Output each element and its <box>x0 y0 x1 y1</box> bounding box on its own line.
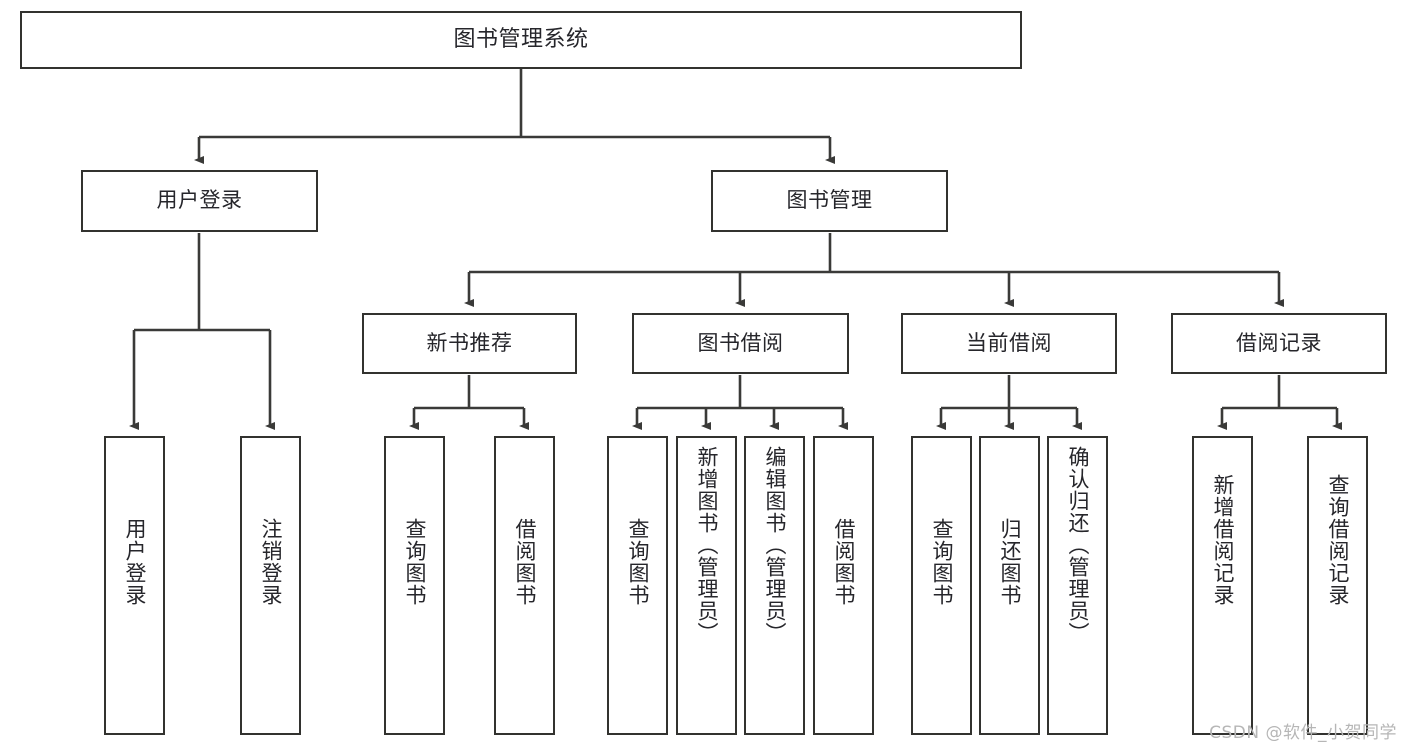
leaf-borrow-book-recommend[interactable]: 借阅图书 <box>494 436 555 735</box>
leaf-label: 确认归还（管理员） <box>1065 446 1090 644</box>
leaf-confirm-return-admin[interactable]: 确认归还（管理员） <box>1047 436 1108 735</box>
leaf-borrow-book[interactable]: 借阅图书 <box>813 436 874 735</box>
leaf-label: 新增图书（管理员） <box>694 446 719 644</box>
leaf-edit-book-admin[interactable]: 编辑图书（管理员） <box>744 436 805 735</box>
leaf-label: 注销登录 <box>258 518 283 606</box>
leaf-query-book-current[interactable]: 查询图书 <box>911 436 972 735</box>
node-label: 新书推荐 <box>426 330 513 355</box>
leaf-add-borrow-record[interactable]: 新增借阅记录 <box>1192 436 1253 735</box>
leaf-label: 归还图书 <box>997 518 1022 606</box>
leaf-label: 查询图书 <box>402 518 427 606</box>
node-current-borrow[interactable]: 当前借阅 <box>901 313 1117 374</box>
leaf-label: 借阅图书 <box>512 518 537 606</box>
leaf-user-login[interactable]: 用户登录 <box>104 436 165 735</box>
node-book-management[interactable]: 图书管理 <box>711 170 948 232</box>
leaf-label: 查询图书 <box>929 518 954 606</box>
leaf-logout[interactable]: 注销登录 <box>240 436 301 735</box>
leaf-query-book-recommend[interactable]: 查询图书 <box>384 436 445 735</box>
node-label: 图书管理系统 <box>453 26 589 52</box>
leaf-label: 查询借阅记录 <box>1325 474 1350 606</box>
leaf-query-book-borrow[interactable]: 查询图书 <box>607 436 668 735</box>
leaf-return-book[interactable]: 归还图书 <box>979 436 1040 735</box>
leaf-add-book-admin[interactable]: 新增图书（管理员） <box>676 436 737 735</box>
node-user-login[interactable]: 用户登录 <box>81 170 318 232</box>
node-new-book-recommend[interactable]: 新书推荐 <box>362 313 577 374</box>
leaf-label: 查询图书 <box>625 518 650 606</box>
node-label: 当前借阅 <box>966 330 1052 355</box>
node-label: 图书借阅 <box>697 330 784 355</box>
node-book-borrow[interactable]: 图书借阅 <box>632 313 849 374</box>
leaf-label: 编辑图书（管理员） <box>762 446 787 644</box>
leaf-label: 新增借阅记录 <box>1210 474 1235 606</box>
node-root-system[interactable]: 图书管理系统 <box>20 11 1022 69</box>
csdn-watermark: CSDN @软件_小贺同学 <box>1209 723 1397 743</box>
node-label: 用户登录 <box>156 188 243 213</box>
node-label: 借阅记录 <box>1236 330 1322 355</box>
leaf-label: 用户登录 <box>122 518 147 606</box>
leaf-label: 借阅图书 <box>831 518 856 606</box>
node-borrow-record[interactable]: 借阅记录 <box>1171 313 1387 374</box>
leaf-query-borrow-record[interactable]: 查询借阅记录 <box>1307 436 1368 735</box>
node-label: 图书管理 <box>786 188 873 213</box>
